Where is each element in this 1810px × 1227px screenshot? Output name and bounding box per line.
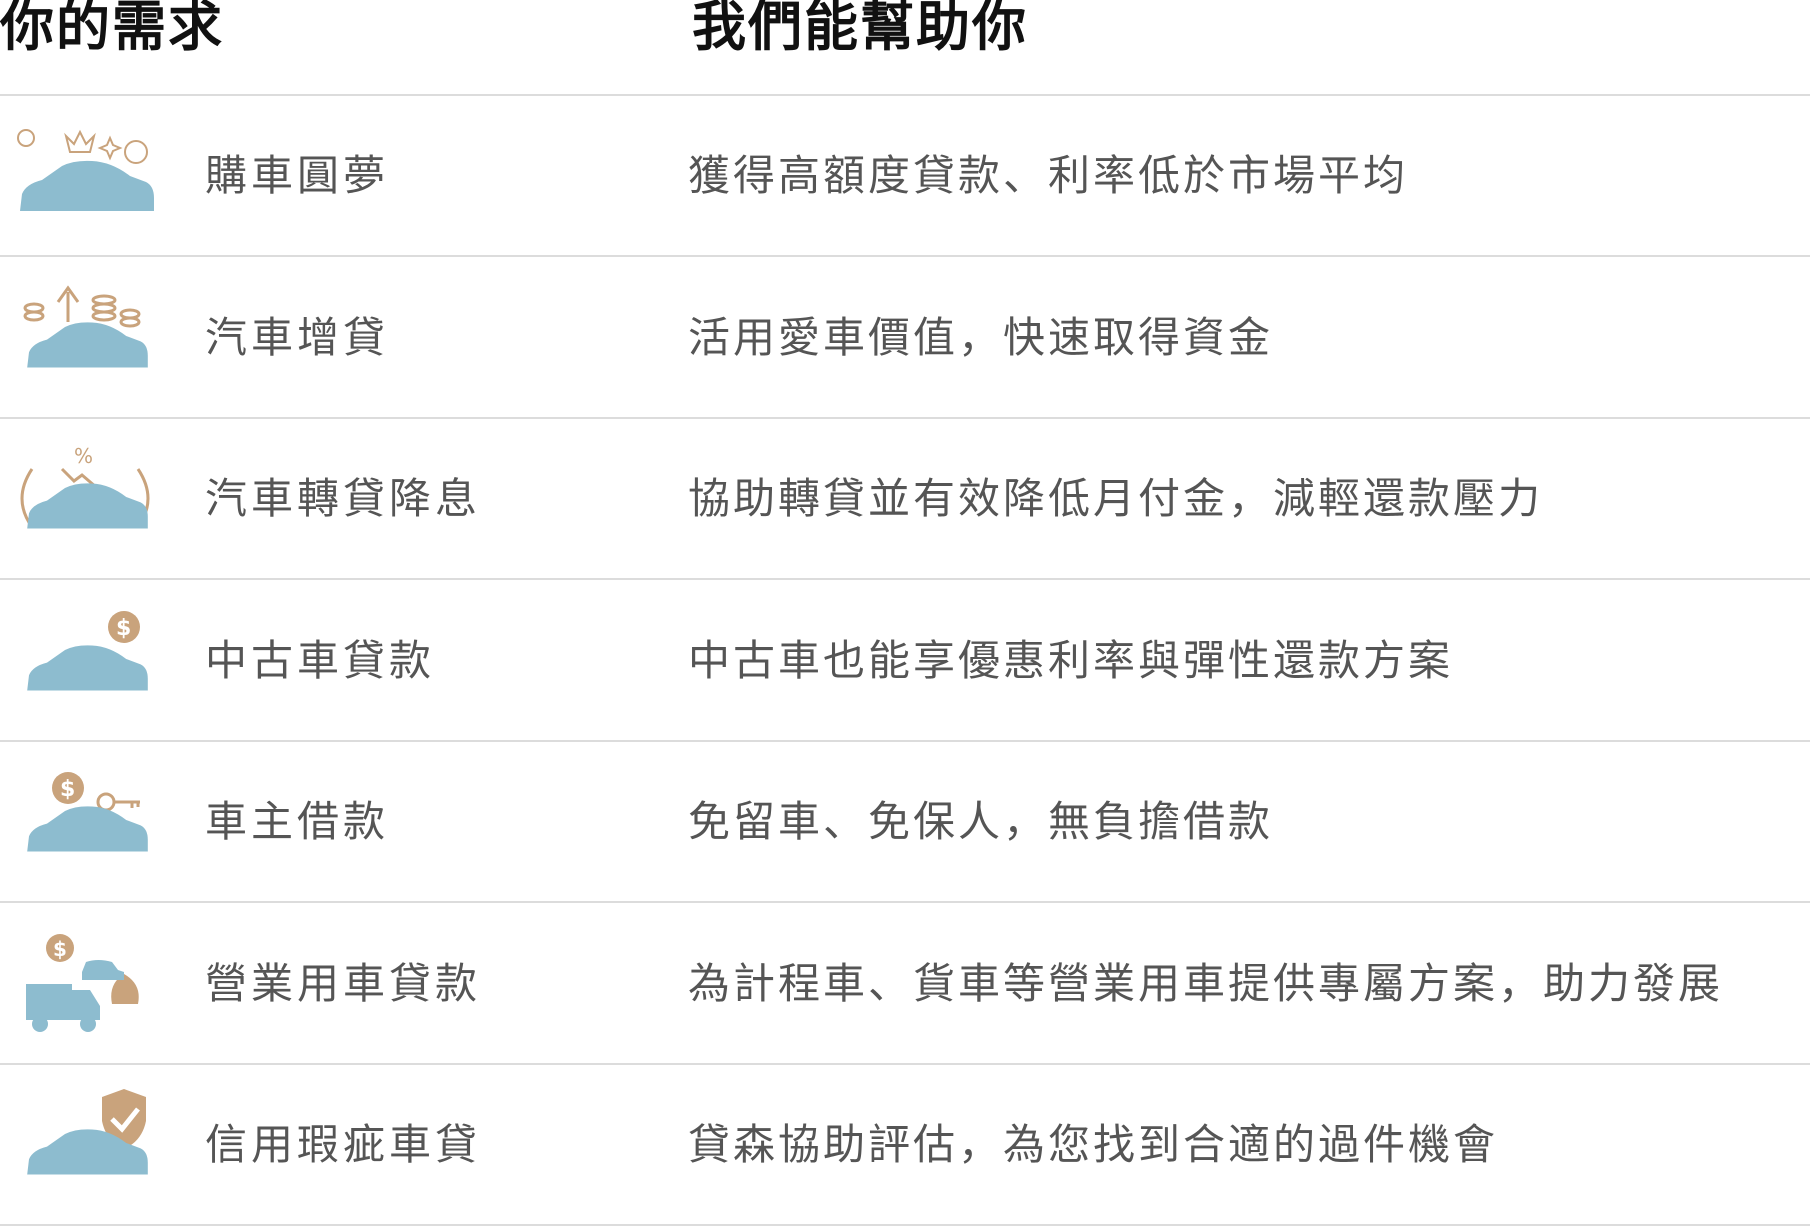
need-label: 信用瑕疵車貸 (205, 1120, 482, 1169)
svg-text:%: % (74, 444, 93, 468)
car-refinance-icon: % (20, 444, 150, 529)
need-label: 購車圓夢 (205, 151, 390, 200)
car-coins-up-icon (23, 284, 148, 367)
credit-shield-car-icon (27, 1089, 148, 1175)
help-column-header: 我們能幫助你 (692, 0, 1028, 58)
table-row: $ 車主借款 免留車、免保人，無負擔借款 (0, 742, 1810, 903)
need-label: 中古車貸款 (205, 635, 436, 685)
svg-text:$: $ (53, 937, 67, 961)
table-row: 信用瑕疵車貸 貸森協助評估，為您找到合適的過件機會 (0, 1065, 1810, 1226)
help-description: 免留車、免保人，無負擔借款 (688, 797, 1274, 846)
table-row: % 汽車轉貸降息 協助轉貸並有效降低月付金，減輕還款壓力 (0, 419, 1810, 580)
help-description: 貸森協助評估，為您找到合適的過件機會 (688, 1120, 1499, 1169)
table-header: 你的需求 我們能幫助你 (0, 0, 1810, 96)
need-label: 營業用車貸款 (205, 958, 482, 1008)
svg-text:$: $ (116, 616, 131, 641)
table-row: 汽車增貸 活用愛車價值，快速取得資金 (0, 258, 1810, 419)
dream-car-icon (17, 129, 154, 211)
help-description: 中古車也能享優惠利率與彈性還款方案 (688, 635, 1454, 685)
help-description: 協助轉貸並有效降低月付金，減輕還款壓力 (688, 474, 1544, 523)
need-label: 汽車轉貸降息 (205, 474, 482, 523)
need-label: 車主借款 (205, 797, 390, 846)
need-label: 汽車增貸 (205, 312, 390, 362)
help-description: 為計程車、貨車等營業用車提供專屬方案，助力發展 (688, 958, 1724, 1008)
table-row: 購車圓夢 獲得高額度貸款、利率低於市場平均 (0, 96, 1810, 257)
help-description: 獲得高額度貸款、利率低於市場平均 (688, 151, 1409, 200)
need-column-header: 你的需求 (0, 0, 224, 58)
svg-text:$: $ (60, 777, 75, 802)
help-description: 活用愛車價值，快速取得資金 (688, 312, 1274, 362)
used-car-dollar-icon: $ (27, 610, 148, 690)
table-row: $ 營業用車貸款 為計程車、貨車等營業用車提供專屬方案，助力發展 (0, 904, 1810, 1065)
car-key-dollar-icon: $ (27, 772, 148, 852)
commercial-vehicle-icon: $ (26, 933, 139, 1032)
table-row: $ 中古車貸款 中古車也能享優惠利率與彈性還款方案 (0, 581, 1810, 742)
